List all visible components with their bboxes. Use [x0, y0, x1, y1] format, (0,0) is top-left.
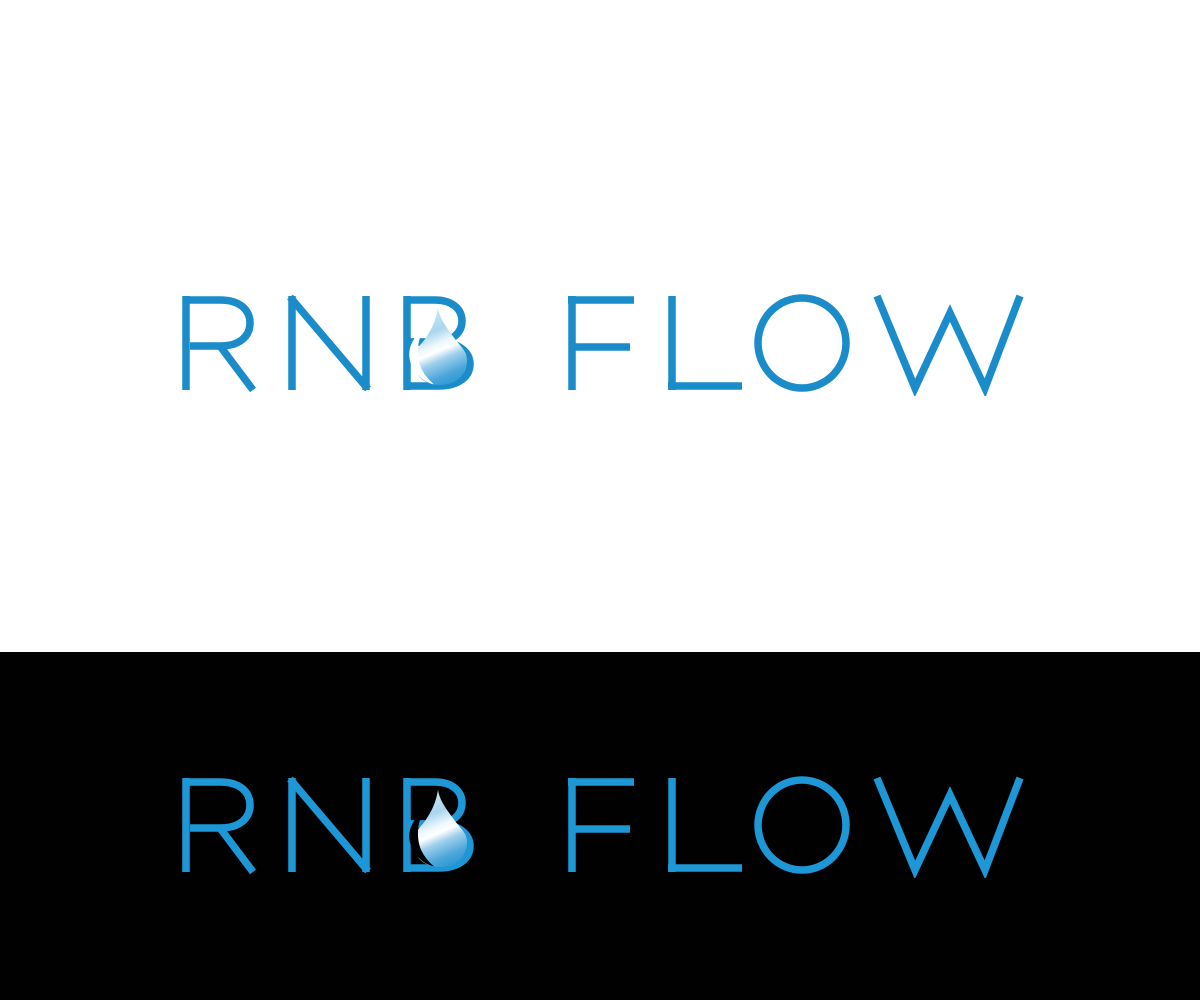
logo-panel-dark: RNB FLOW RNB FLOW	[0, 652, 1200, 1000]
logo-panel-light: RNB FLOW RNB FLOW	[0, 0, 1020, 390]
rnb-flow-logo-dark: RNB FLOW	[186, 778, 1020, 872]
rnb-flow-logo-light: RNB FLOW	[186, 296, 1020, 390]
brand-name-text: RNB FLOW	[0, 0, 1, 1]
brand-name-text: RNB FLOW	[0, 652, 1, 653]
